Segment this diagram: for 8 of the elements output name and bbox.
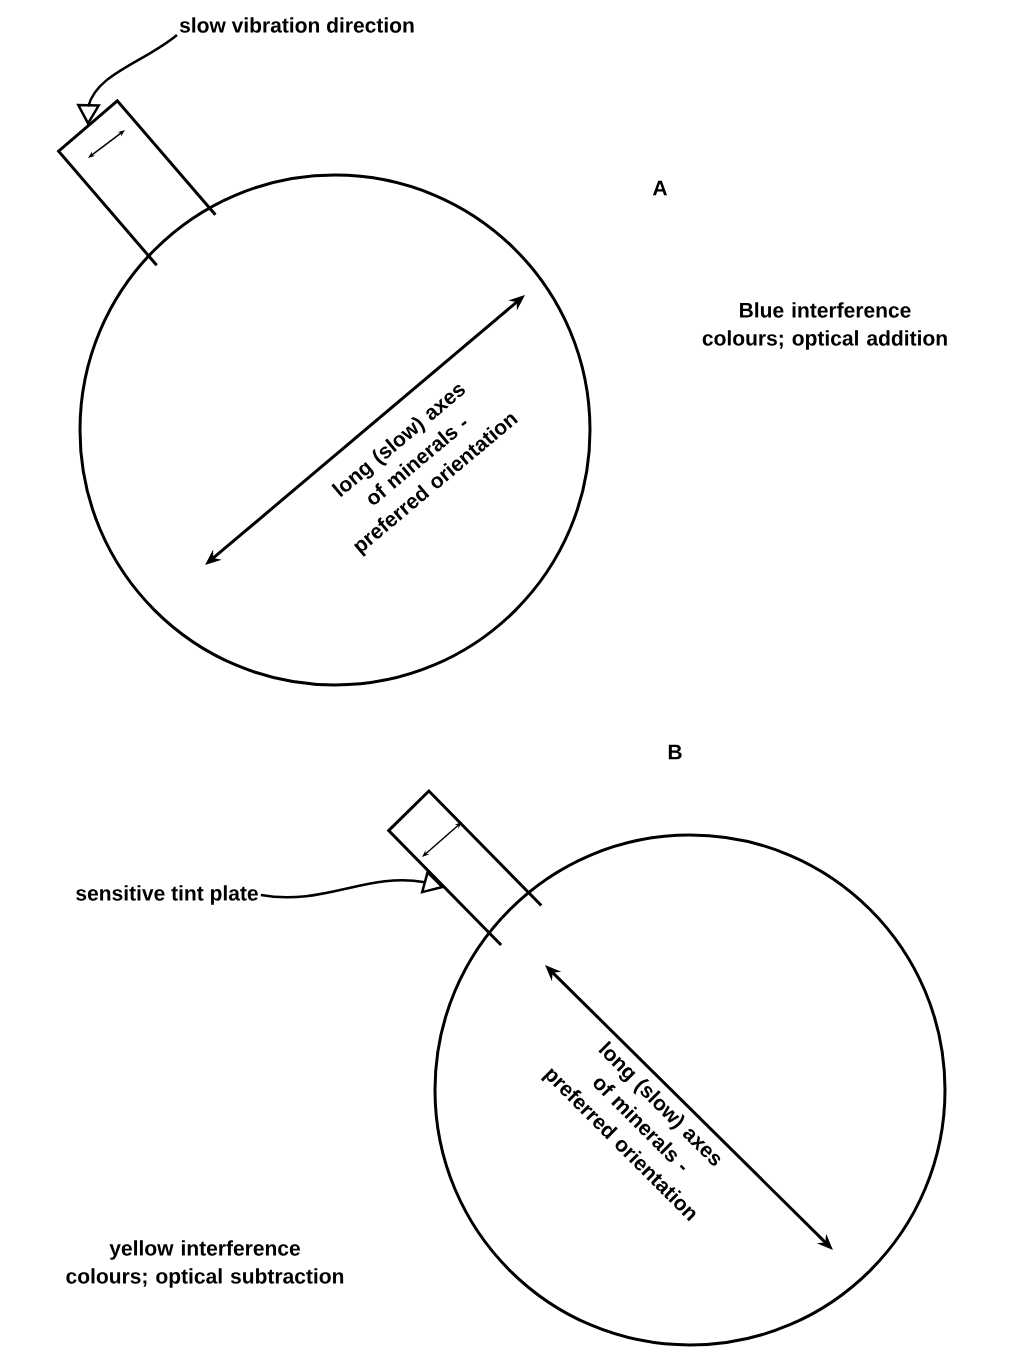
callout-text: slow vibration direction bbox=[179, 17, 414, 33]
field-of-view-circle bbox=[433, 833, 947, 1347]
panel-letter: B bbox=[668, 744, 682, 760]
panel-letter: A bbox=[652, 180, 668, 196]
description: Blue interference colours; optical addition bbox=[702, 302, 947, 350]
field-of-view-circle bbox=[78, 173, 592, 687]
description: yellow interference colours; optical subtraction bbox=[66, 1240, 344, 1288]
callout-text: sensitive tint plate bbox=[76, 885, 258, 905]
